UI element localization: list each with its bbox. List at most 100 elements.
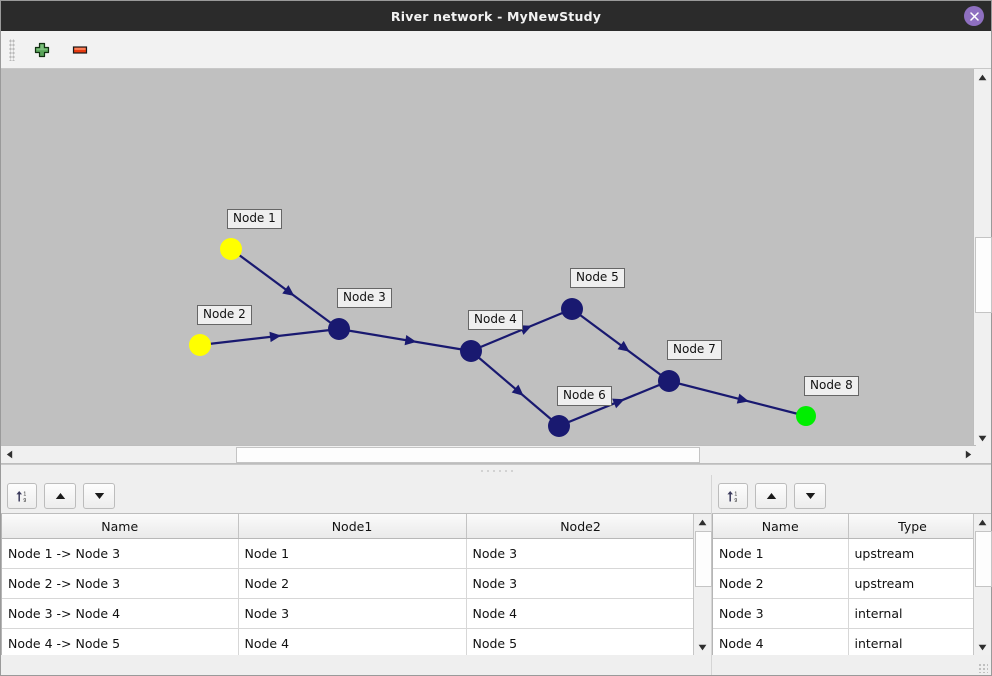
branch-scroll-down-icon[interactable]: [694, 639, 711, 655]
graph-node-node-1[interactable]: [220, 238, 242, 260]
node-table-cell[interactable]: upstream: [848, 568, 973, 599]
branch-column-header-name[interactable]: Name: [2, 514, 239, 539]
node-scroll-thumb[interactable]: [975, 531, 992, 587]
triangle-left-glyph: [6, 450, 12, 459]
node-move-down-button[interactable]: [794, 483, 826, 509]
scroll-up-icon[interactable]: [974, 69, 991, 85]
node-label-node-5[interactable]: Node 5: [570, 268, 625, 288]
network-diagram[interactable]: Node 1 Node 2 Node 3 Node 4 Node 5 Node 6 Node…: [1, 69, 976, 446]
node-label-node-4[interactable]: Node 4: [468, 310, 523, 330]
branch-table-cell[interactable]: Node 4: [466, 598, 693, 629]
node-move-up-button[interactable]: [755, 483, 787, 509]
node-label-node-1[interactable]: Node 1: [227, 209, 282, 229]
node-label-node-8[interactable]: Node 8: [804, 376, 859, 396]
node-label-node-3[interactable]: Node 3: [337, 288, 392, 308]
add-node-button[interactable]: [29, 37, 55, 63]
close-icon[interactable]: [964, 6, 984, 26]
graph-node-node-2[interactable]: [189, 334, 211, 356]
graph-node-node-8[interactable]: [796, 406, 816, 426]
edge-Node3-to-Node4[interactable]: [338, 327, 472, 353]
branch-table-cell[interactable]: Node 5: [466, 628, 693, 655]
node-table-cell[interactable]: Node 3: [713, 598, 849, 629]
node-label-node-2[interactable]: Node 2: [197, 305, 252, 325]
branch-move-down-button[interactable]: [83, 483, 115, 509]
edge-Node4-to-Node6[interactable]: [470, 350, 560, 427]
node-column-header-name[interactable]: Name: [713, 514, 849, 539]
branch-table-cell[interactable]: Node 2 -> Node 3: [2, 568, 239, 599]
branch-table-cell[interactable]: Node 1 -> Node 3: [2, 538, 239, 569]
scroll-down-icon[interactable]: [974, 430, 991, 446]
node-table-cell[interactable]: upstream: [848, 538, 973, 569]
branch-scroll-thumb[interactable]: [695, 531, 712, 587]
graph-vscroll-track[interactable]: [974, 85, 992, 430]
branch-sort-button[interactable]: 1 9: [7, 483, 37, 509]
branch-table-cell[interactable]: Node 2: [238, 568, 467, 599]
edge-Node2-to-Node3[interactable]: [199, 327, 340, 347]
title-bar: River network - MyNewStudy: [1, 1, 991, 31]
branch-column-header-node1[interactable]: Node1: [238, 514, 467, 539]
graph-horizontal-scrollbar[interactable]: [1, 445, 976, 463]
edge-Node1-to-Node3[interactable]: [230, 248, 340, 330]
branch-move-up-button[interactable]: [44, 483, 76, 509]
graph-node-node-3[interactable]: [328, 318, 350, 340]
branch-scroll-up-icon[interactable]: [694, 514, 711, 530]
node-column-header-type[interactable]: Type: [848, 514, 973, 539]
graph-vertical-scrollbar[interactable]: [973, 69, 992, 446]
toolbar-grip[interactable]: [9, 38, 15, 61]
graph-node-node-5[interactable]: [561, 298, 583, 320]
svg-text:9: 9: [734, 498, 737, 504]
node-table-scrollbar[interactable]: [973, 514, 992, 655]
remove-node-button[interactable]: [67, 37, 93, 63]
node-scroll-up-icon[interactable]: [974, 514, 991, 530]
node-sort-button[interactable]: 1 9: [718, 483, 748, 509]
graph-vscroll-thumb[interactable]: [975, 237, 992, 313]
edge-Node7-to-Node8[interactable]: [668, 379, 807, 418]
branch-table-cell[interactable]: Node 3: [466, 568, 693, 599]
node-status-strip: [712, 655, 991, 675]
branch-table-cell[interactable]: Node 3 -> Node 4: [2, 598, 239, 629]
scroll-left-icon[interactable]: [1, 446, 17, 463]
horizontal-splitter[interactable]: [1, 464, 991, 475]
graph-node-node-4[interactable]: [460, 340, 482, 362]
node-table-cell[interactable]: Node 1: [713, 538, 849, 569]
graph-hscroll-thumb[interactable]: [236, 447, 700, 463]
branch-table-cell[interactable]: Node 3: [238, 598, 467, 629]
graph-node-node-7[interactable]: [658, 370, 680, 392]
node-table-cell[interactable]: Node 4: [713, 628, 849, 655]
node-label-node-7[interactable]: Node 7: [667, 340, 722, 360]
window-resize-grip[interactable]: [978, 663, 988, 673]
branch-table-cell[interactable]: Node 4 -> Node 5: [2, 628, 239, 655]
branch-table-cell[interactable]: Node 1: [238, 538, 467, 569]
graph-node-node-6[interactable]: [548, 415, 570, 437]
branch-table-scrollbar[interactable]: [693, 514, 712, 655]
scroll-right-icon[interactable]: [960, 446, 976, 463]
edge-Node5-to-Node7[interactable]: [571, 308, 670, 382]
node-table-cell[interactable]: Node 2: [713, 568, 849, 599]
edge-Node6-to-Node7[interactable]: [558, 379, 670, 428]
branch-column-header-node2[interactable]: Node2: [466, 514, 693, 539]
node-scroll-down-icon[interactable]: [974, 639, 991, 655]
branch-table-cell[interactable]: Node 4: [238, 628, 467, 655]
node-table-cell[interactable]: internal: [848, 598, 973, 629]
node-label-node-6[interactable]: Node 6: [557, 386, 612, 406]
branch-table-cell[interactable]: Node 3: [466, 538, 693, 569]
edge-arrow-icon: [617, 340, 630, 352]
node-table-cell[interactable]: internal: [848, 628, 973, 655]
